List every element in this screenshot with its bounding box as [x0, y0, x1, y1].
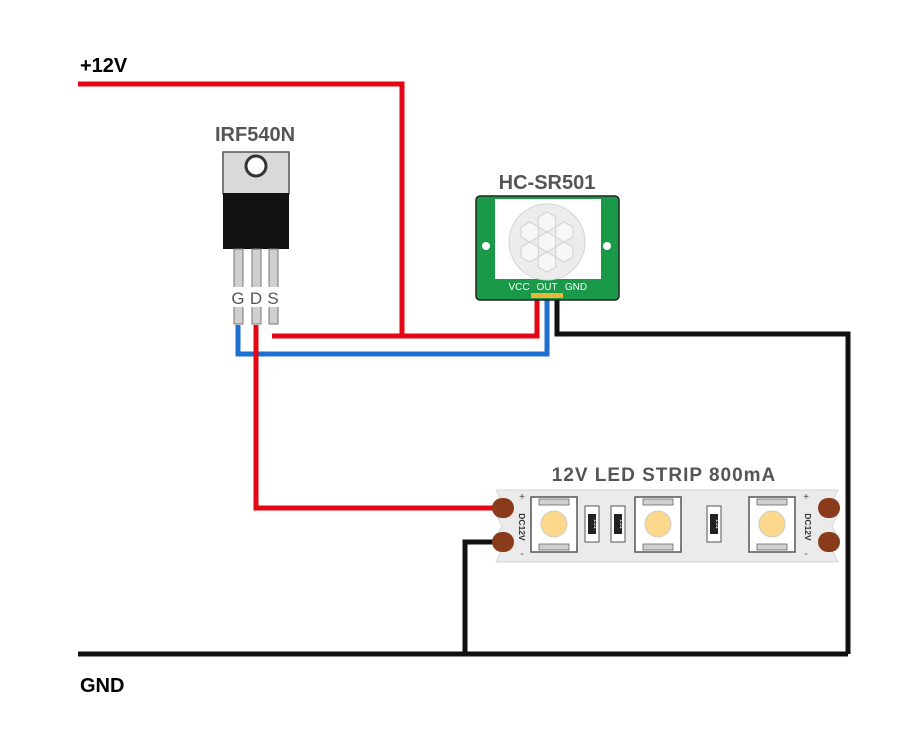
strip-pad-right-plus: [818, 498, 840, 518]
strip-left-dc12v-label: DC12V: [517, 513, 527, 541]
strip-right-dc12v-label: DC12V: [803, 513, 813, 541]
sensor-pin-gnd-label: GND: [565, 282, 587, 293]
led-package-3: [748, 496, 796, 553]
sensor-header-pins: [531, 293, 563, 298]
mosfet-irf540n: IRF540N G D S: [215, 124, 295, 325]
led-3-light: [758, 510, 786, 538]
led-strip-title: 12V LED STRIP 800mA: [552, 465, 777, 486]
wire-sensor-gnd: [554, 297, 851, 654]
mosfet-pin-s: S: [267, 289, 278, 308]
supply-ground-label: GND: [80, 675, 124, 697]
mosfet-body: [223, 193, 289, 249]
strip-pad-left-plus: [492, 498, 514, 518]
strip-pad-left-minus: [492, 532, 514, 552]
wire-source-to-vcc: [272, 297, 540, 339]
sensor-pin-out-label: OUT: [536, 282, 557, 293]
resistor-3: 151: [706, 505, 722, 543]
sensor-pin-vcc-label: VCC: [508, 282, 529, 293]
sensor-fresnel-hexagons: [520, 211, 574, 273]
mosfet-pin-g: G: [231, 289, 244, 308]
wire-gate-to-out: [235, 297, 550, 357]
mosfet-leg-source: [268, 248, 279, 325]
strip-right-plus-sign: +: [803, 492, 809, 503]
mosfet-pin-label-bg: [229, 287, 283, 307]
resistor-2-code: 151: [618, 519, 624, 530]
resistor-1: 151: [584, 505, 600, 543]
resistor-2: 151: [610, 505, 626, 543]
strip-right-minus-sign: -: [804, 549, 807, 560]
led-2-light: [644, 510, 672, 538]
sensor-hc-sr501: HC-SR501 VCC OUT GND: [475, 172, 620, 301]
led-strip: 12V LED STRIP 800mA + - DC12V + - DC12V …: [492, 465, 840, 563]
resistor-3-code: 151: [714, 519, 720, 530]
strip-pad-right-minus: [818, 532, 840, 552]
mosfet-leg-drain: [251, 248, 262, 325]
mosfet-pin-d: D: [250, 289, 262, 308]
supply-positive-label: +12V: [80, 55, 128, 77]
led-package-2: [634, 496, 682, 553]
wires: [78, 81, 851, 657]
resistor-1-code: 151: [592, 519, 598, 530]
wire-12v-rail: [78, 81, 405, 335]
sensor-mount-hole-left: [482, 242, 490, 250]
sensor-mount-hole-right: [603, 242, 611, 250]
mosfet-name-label: IRF540N: [215, 124, 295, 146]
led-1-light: [540, 510, 568, 538]
strip-left-plus-sign: +: [519, 492, 525, 503]
mosfet-leg-gate: [233, 248, 244, 325]
strip-left-minus-sign: -: [520, 549, 523, 560]
sensor-name-label: HC-SR501: [499, 172, 596, 194]
wire-drain-to-strip-plus: [253, 325, 508, 511]
led-package-1: [530, 496, 578, 553]
mosfet-mounting-hole: [244, 154, 268, 178]
